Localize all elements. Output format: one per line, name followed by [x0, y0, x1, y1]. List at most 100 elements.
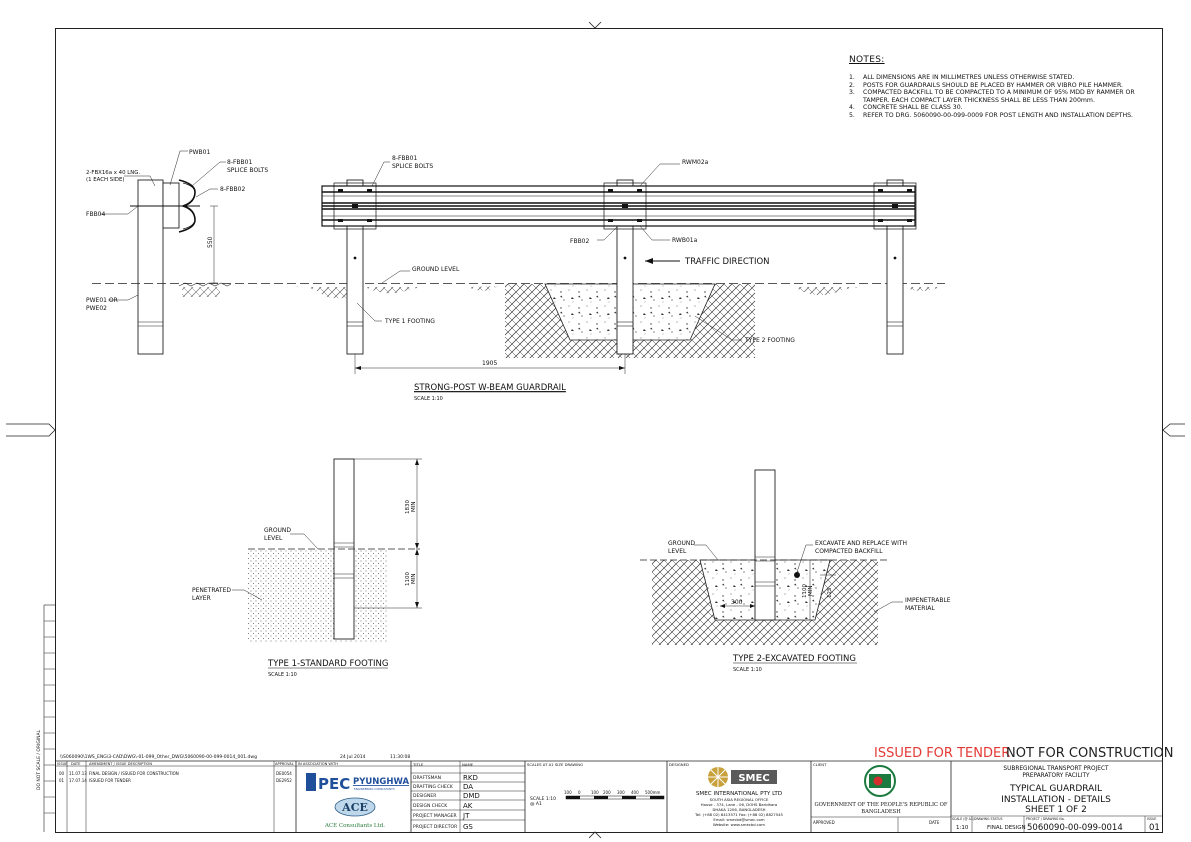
scale-bar: SCALES AT A1 SIZE DRAWING SCALE 1:10 @ A… — [527, 762, 665, 807]
type1-dim-1100: 1100 — [405, 572, 411, 586]
rev-row0-desc: FINAL DESIGN / ISSUED FOR CONSTRUCTION — [89, 771, 179, 776]
pyunghwa-sub: ENGINEERING CONSULTANTS — [354, 787, 395, 791]
type2-footing-detail: 300 1100 MIN 125 GROUND LEVEL EXCAVATE A… — [640, 469, 951, 673]
pyunghwa-text: PYUNGHWA — [353, 777, 409, 787]
note-num: 2. — [849, 81, 855, 89]
drawing-title1: TYPICAL GUARDRAIL — [1009, 784, 1102, 794]
label-fbb04: FBB04 — [86, 211, 106, 218]
role-0: DRAFTSMAN — [413, 775, 441, 781]
name-4: JT — [462, 812, 470, 820]
label-splice-bolts: SPLICE BOLTS — [227, 167, 268, 174]
issue-hdr: ISSUE — [1147, 817, 1156, 821]
label-fbb02: FBB02 — [570, 238, 590, 245]
ace-logo: ACE ACE Consultants Ltd. — [324, 797, 385, 829]
pec-logo: PEC PYUNGHWA ENGINEERING CONSULTANTS — [306, 773, 409, 793]
centering-mark-bottom — [588, 831, 602, 839]
client-approved: APPROVED — [813, 820, 835, 825]
scalebar-header: SCALES AT A1 SIZE DRAWING — [527, 762, 583, 767]
rev-row1-appr: DE2952 — [276, 778, 292, 783]
drgno-hdr: PROJECT / DRAWING No. — [1026, 817, 1065, 821]
client-name1: GOVERNMENT OF THE PEOPLE'S REPUBLIC OF — [814, 802, 947, 808]
note-item: TAMPER. EACH COMPACT LAYER THICKNESS SHA… — [849, 97, 1149, 105]
rev-row0-issue: 00 — [59, 771, 65, 776]
centering-mark-left — [6, 423, 56, 437]
scale-val: 1:10 — [956, 825, 969, 831]
ace-sub: ACE Consultants Ltd. — [324, 823, 385, 829]
scale-tick-1: 0 — [578, 790, 581, 795]
role-3: DESIGN CHECK — [413, 803, 448, 809]
note-item: 3.COMPACTED BACKFILL TO BE COMPACTED TO … — [849, 89, 1149, 97]
type1-layer: LAYER — [192, 595, 211, 602]
issued-for-tender-stamp: ISSUED FOR TENDER — [874, 746, 1010, 761]
type2-dim-1100-min: MIN — [808, 586, 814, 596]
notes-title: NOTES: — [849, 55, 885, 65]
note-num: 3. — [849, 89, 855, 97]
note-num: 5. — [849, 111, 855, 119]
type2-ground: GROUND — [668, 540, 695, 547]
label-type2-footing: TYPE 2 FOOTING — [744, 337, 795, 344]
note-num: 1. — [849, 74, 855, 81]
type2-dim-125: 125 — [827, 587, 833, 598]
margin-revision-strip: DO NOT SCALE / ORIGINAL — [36, 604, 55, 832]
type1-ground: GROUND — [264, 527, 291, 534]
client-name2: BANGLADESH — [861, 809, 901, 815]
role-2: DESIGNER — [413, 793, 436, 799]
scale-tick-0: 100 — [564, 790, 572, 795]
status-hdr: DRAWING STATUS — [974, 817, 1002, 821]
label-ground-level: GROUND LEVEL — [412, 266, 460, 273]
guardrail-cross-section: 550 PWB01 2-FBX16a x 40 LNG. (1 EACH SID… — [86, 149, 268, 355]
label-8-fbb02: 8-FBB02 — [220, 186, 245, 193]
note-text: POSTS FOR GUARDRAILS SHOULD BE PLACED BY… — [863, 81, 1124, 89]
scale-tick-4: 300 — [617, 790, 625, 795]
elevation-title: STRONG-POST W-BEAM GUARDRAIL — [414, 383, 566, 393]
role-5: PROJECT DIRECTOR — [413, 824, 457, 830]
label-type1-footing: TYPE 1 FOOTING — [384, 318, 435, 325]
type2-compacted: COMPACTED BACKFILL — [815, 548, 883, 555]
note-item: 4.CONCRETE SHALL BE CLASS 30. — [849, 104, 1149, 112]
label-fbx: 2-FBX16a x 40 LNG. — [86, 170, 140, 176]
elevation-scale: SCALE 1:10 — [414, 396, 443, 402]
section-dim-550: 550 — [207, 236, 214, 248]
scalebar-label1: SCALE 1:10 — [530, 796, 556, 802]
rev-row1-desc: ISSUED FOR TENDER — [89, 778, 131, 783]
type1-title: TYPE 1-STANDARD FOOTING — [267, 659, 388, 669]
scale-tick-6: 500mm — [645, 790, 661, 795]
drawing-title2: INSTALLATION - DETAILS — [1001, 795, 1111, 805]
type1-level: LEVEL — [264, 535, 283, 542]
type1-dim-1100-min: MIN — [411, 574, 417, 584]
note-item: 5.REFER TO DRG. 5060090-00-099-0009 FOR … — [849, 112, 1149, 120]
designer-header: DESIGNED — [669, 762, 689, 767]
rev-hdr-desc: AMENDMENT / ISSUE DESCRIPTION — [89, 762, 152, 766]
ace-text: ACE — [341, 801, 368, 814]
scale-tick-5: 400 — [631, 790, 639, 795]
notes-list: 1.ALL DIMENSIONS ARE IN MILLIMETRES UNLE… — [849, 74, 1149, 120]
not-for-construction-stamp: NOT FOR CONSTRUCTION — [1006, 746, 1174, 761]
designer-l1: SOUTH ASIA REGIONAL OFFICE — [710, 797, 769, 802]
scale-tick-2: 100 — [591, 790, 599, 795]
type2-material: MATERIAL — [905, 605, 935, 612]
status-val: FINAL DESIGN — [987, 825, 1026, 831]
smec-text: SMEC — [738, 773, 769, 784]
name-1: DA — [463, 783, 473, 791]
project-line1: SUBREGIONAL TRANSPORT PROJECT — [1003, 766, 1109, 772]
note-text: CONCRETE SHALL BE CLASS 30. — [863, 104, 963, 112]
type2-level: LEVEL — [668, 548, 687, 555]
roles-name-hdr: NAME — [462, 762, 474, 767]
label-pwe02: PWE02 — [86, 305, 107, 312]
role-4: PROJECT MANAGER — [413, 813, 457, 819]
bangladesh-emblem — [864, 765, 896, 797]
type1-dim-1830-min: MIN — [411, 502, 417, 512]
centering-mark-right — [1162, 423, 1185, 437]
plot-time: 11:30:08 — [390, 754, 410, 760]
label-8-fbb01: 8-FBB01 — [227, 159, 252, 166]
rev-hdr-date: DATE — [71, 762, 81, 766]
centering-mark-top — [588, 21, 602, 29]
designer-name: SMEC INTERNATIONAL PTY LTD — [696, 791, 782, 797]
rev-row0-appr: DE0054 — [276, 771, 292, 776]
type2-excavate: EXCAVATE AND REPLACE WITH — [815, 540, 907, 547]
type1-dim-1830: 1830 — [405, 500, 411, 514]
roles-title-hdr: TITLE — [412, 762, 424, 767]
label-pwb01: PWB01 — [189, 149, 210, 156]
elev-label-8-fbb01: 8-FBB01 — [392, 155, 417, 162]
